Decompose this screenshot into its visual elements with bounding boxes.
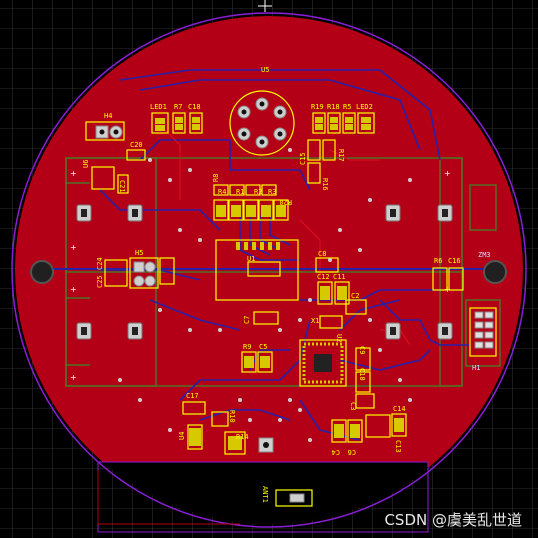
label-c9[interactable]: C9: [358, 346, 366, 354]
label-c20[interactable]: C20: [130, 141, 143, 149]
label-led2[interactable]: LED2: [356, 103, 373, 111]
label-c17[interactable]: C17: [186, 392, 199, 400]
label-u5[interactable]: U5: [261, 66, 269, 74]
svg-text:+: +: [70, 169, 77, 178]
label-c12[interactable]: C12: [317, 273, 330, 281]
th-holes: [99, 101, 283, 448]
label-c7[interactable]: C7: [243, 316, 251, 324]
label-ant1[interactable]: ANT1: [261, 486, 269, 503]
label-r2[interactable]: R2: [254, 188, 262, 196]
label-h4[interactable]: H4: [104, 112, 112, 120]
label-c15[interactable]: C15: [299, 152, 307, 165]
label-r14[interactable]: R14: [236, 433, 249, 441]
label-r10[interactable]: R10: [228, 410, 236, 423]
label-c4[interactable]: C4: [332, 448, 340, 456]
label-h1[interactable]: H1: [472, 364, 480, 372]
u1-pins[interactable]: [236, 242, 280, 250]
label-u6[interactable]: U6: [82, 160, 90, 168]
label-x1[interactable]: X1: [311, 317, 319, 325]
svg-text:+: +: [70, 285, 77, 294]
label-c24[interactable]: C24: [96, 257, 104, 270]
svg-text:+: +: [70, 373, 77, 382]
svg-text:+: +: [70, 243, 77, 252]
label-c18[interactable]: C18: [188, 103, 201, 111]
label-c2[interactable]: C2: [351, 292, 359, 300]
board-outline: [11, 12, 527, 528]
label-c13[interactable]: C13: [394, 440, 402, 453]
mount-hole-left[interactable]: [30, 260, 54, 284]
smd-pads[interactable]: [155, 117, 404, 450]
u5-outline: [229, 90, 295, 156]
label-c16[interactable]: C16: [448, 257, 461, 265]
label-u2[interactable]: U2: [335, 334, 343, 342]
label-r1[interactable]: R1: [236, 188, 244, 196]
label-r19[interactable]: R19: [311, 103, 324, 111]
label-r20[interactable]: R20: [279, 198, 292, 206]
label-r17[interactable]: R17: [337, 149, 345, 162]
label-r8[interactable]: R8: [212, 174, 220, 182]
mechanical-layer: [65, 157, 501, 387]
label-r9[interactable]: R9: [243, 343, 251, 351]
label-r6[interactable]: R6: [434, 257, 442, 265]
label-r4[interactable]: R4: [218, 188, 226, 196]
label-u4[interactable]: U4: [178, 432, 186, 440]
watermark: CSDN @虞美乱世道: [384, 511, 522, 529]
label-zm3[interactable]: ZM3: [478, 251, 491, 259]
label-c5[interactable]: C5: [259, 343, 267, 351]
silkscreen-labels: U5 H4 LED1 R7 C18 R19 R18 R5 LED2 R17 C2…: [82, 66, 491, 503]
mount-hole-right[interactable]: [483, 260, 507, 284]
label-c25[interactable]: C25: [96, 275, 104, 288]
label-r5[interactable]: R5: [343, 103, 351, 111]
label-h5[interactable]: H5: [135, 249, 143, 257]
h1-pins[interactable]: [474, 311, 494, 349]
u2-pads[interactable]: [302, 342, 344, 384]
label-r3[interactable]: R3: [268, 188, 276, 196]
label-r7[interactable]: R7: [174, 103, 182, 111]
label-c11[interactable]: C11: [333, 273, 346, 281]
label-r18[interactable]: R18: [327, 103, 340, 111]
label-c10[interactable]: C10: [358, 368, 366, 381]
silkscreen-outlines: [85, 90, 497, 507]
label-r16[interactable]: R16: [321, 178, 329, 191]
switch-pad-centers: [81, 209, 448, 335]
label-led1[interactable]: LED1: [150, 103, 167, 111]
label-u1[interactable]: U1: [247, 255, 255, 263]
label-c21[interactable]: C21: [118, 180, 126, 193]
svg-text:+: +: [444, 169, 451, 178]
vias: [118, 148, 412, 442]
label-c6[interactable]: C6: [348, 448, 356, 456]
label-c8[interactable]: C8: [318, 250, 326, 258]
label-c14[interactable]: C14: [393, 405, 406, 413]
ant-trace-left: [97, 470, 240, 525]
label-c3[interactable]: C3: [349, 402, 357, 410]
bottom-traces: [99, 69, 470, 441]
